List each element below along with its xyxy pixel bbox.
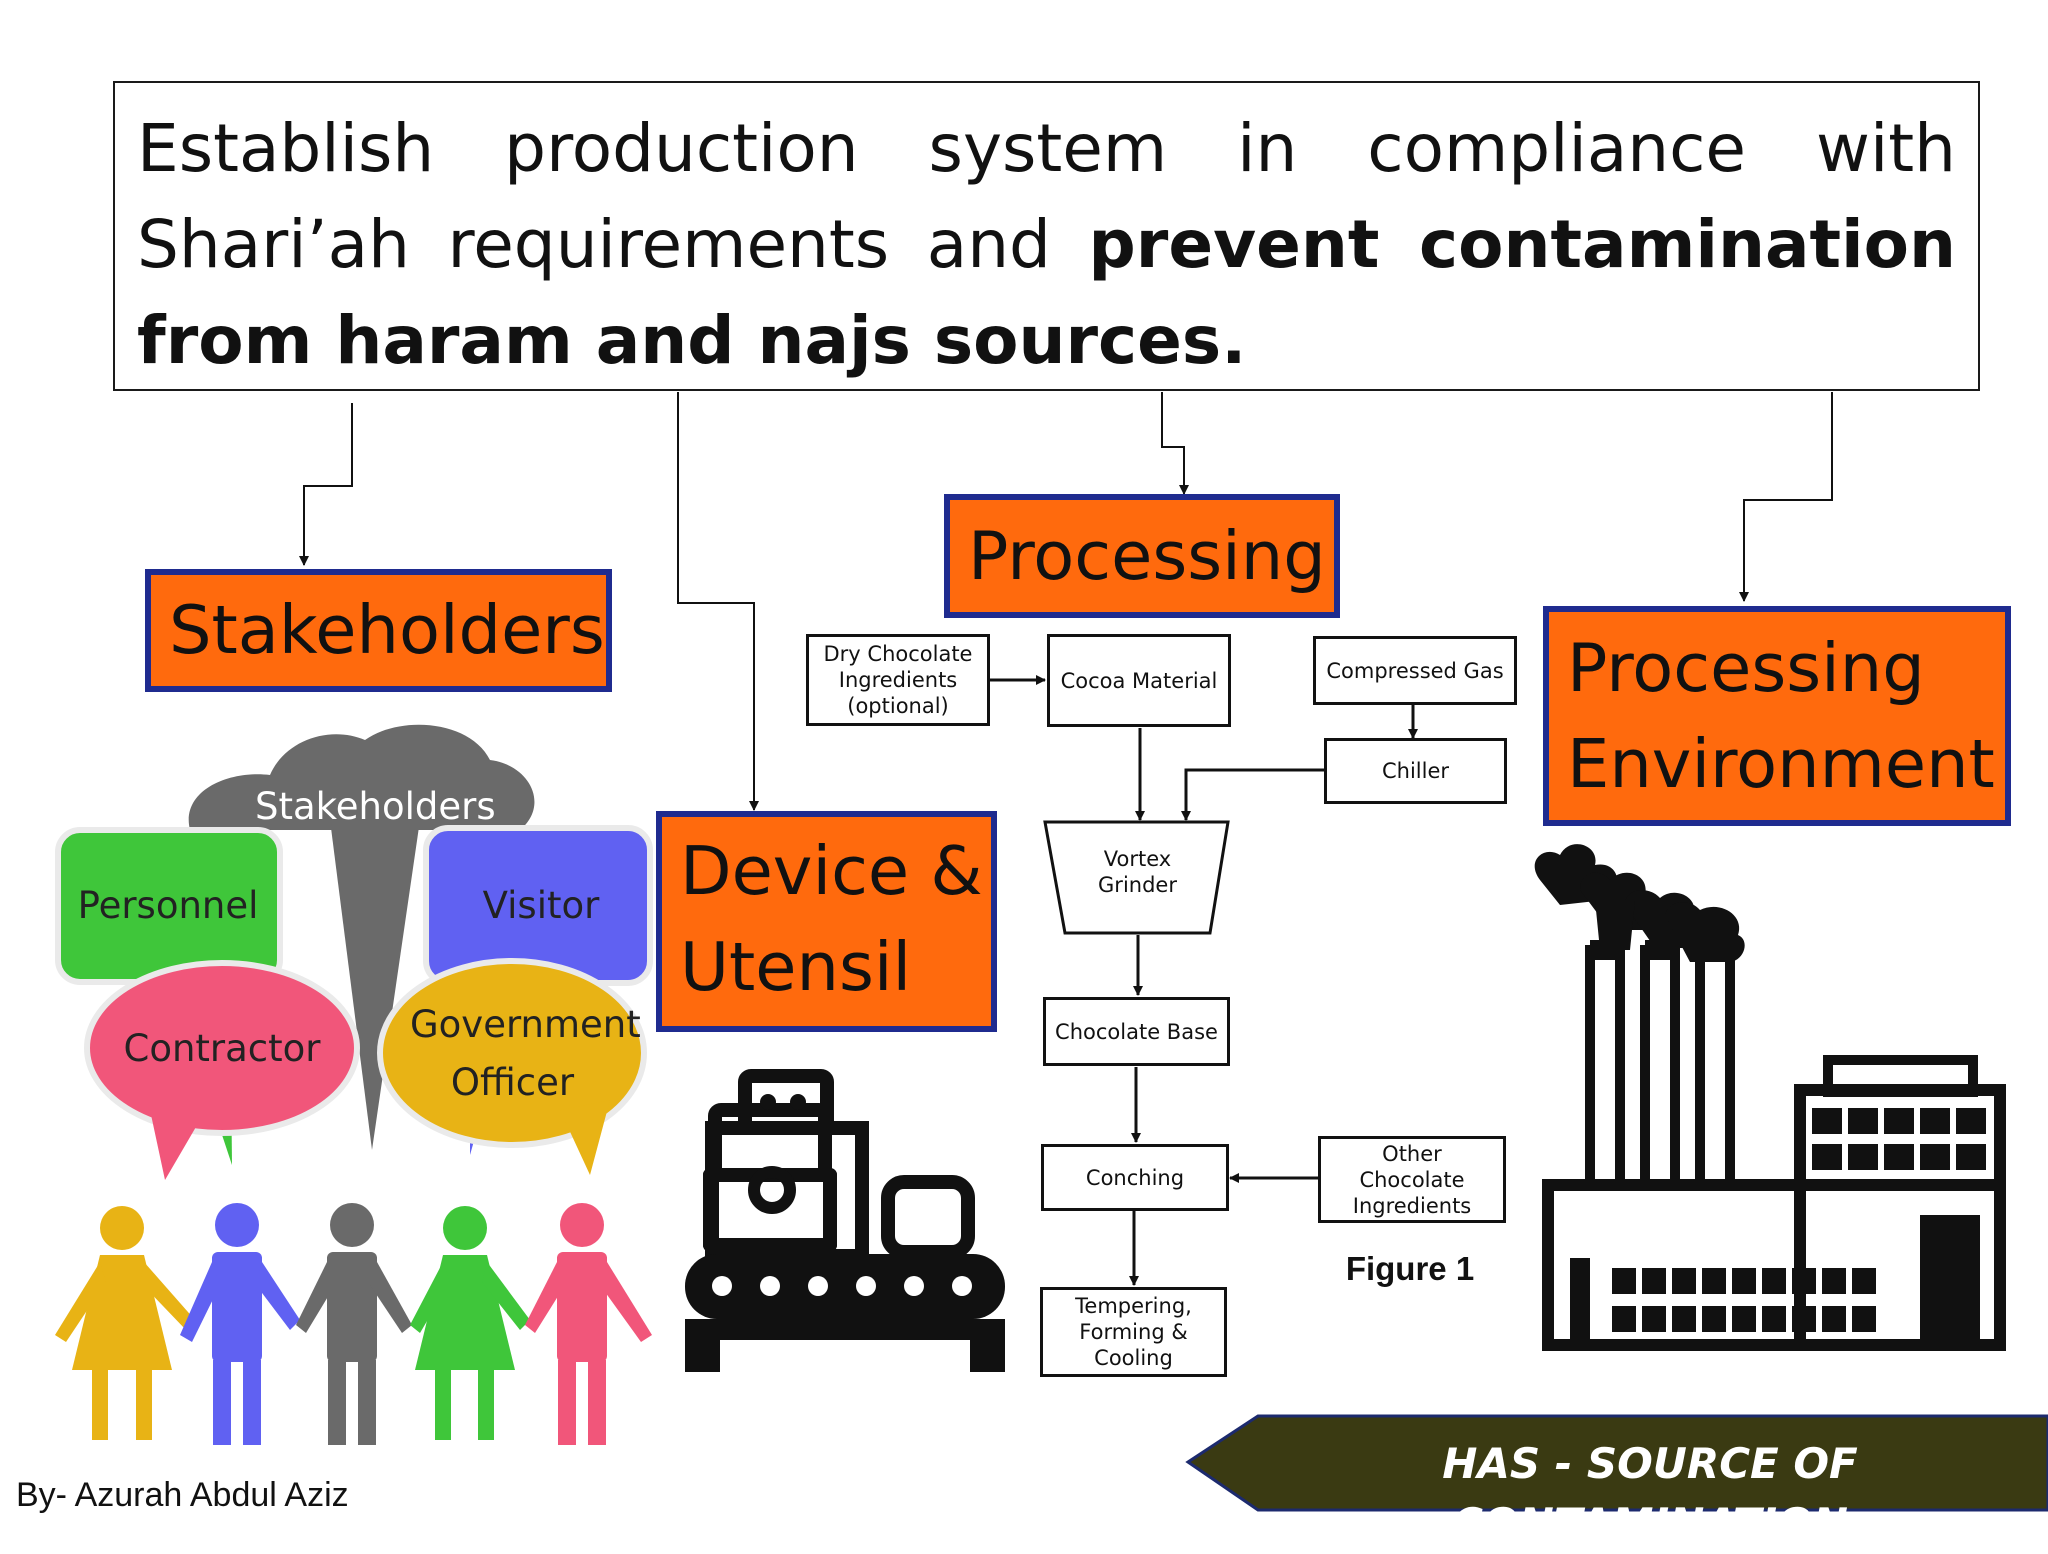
category-processing-environment: Processing Environment xyxy=(1543,606,2011,826)
flow-cocoa-material: Cocoa Material xyxy=(1047,634,1231,727)
bubble-label-stakeholders: Stakeholders xyxy=(255,785,496,828)
headline-connectors xyxy=(299,392,1833,811)
contractor-bubble-tail xyxy=(150,1110,200,1180)
bubble-label-personnel: Personnel xyxy=(77,884,259,927)
headline-text: Establish production system in complianc… xyxy=(137,110,1956,283)
government-bubble-tail xyxy=(560,1100,610,1175)
government-bubble xyxy=(377,958,647,1148)
figure-label: Figure 1 xyxy=(1345,1250,1475,1287)
bubbles-people-illustration xyxy=(55,724,653,1445)
category-stakeholders-label: Stakeholders xyxy=(169,591,605,669)
flow-conching: Conching xyxy=(1041,1144,1229,1211)
factory-icon xyxy=(1534,844,2006,1351)
flow-other-ingredients: Other Chocolate Ingredients xyxy=(1318,1136,1506,1223)
connector-device xyxy=(677,392,759,811)
vortex-grinder-shape xyxy=(1043,820,1230,935)
person-grey xyxy=(296,1203,412,1445)
stakeholders-cloud-bubble xyxy=(188,724,535,830)
connector-processing xyxy=(1161,392,1189,495)
category-environment-label: Processing Environment xyxy=(1567,629,1995,803)
flow-tempering: Tempering, Forming & Cooling xyxy=(1040,1287,1227,1377)
bubble-label-visitor: Visitor xyxy=(482,884,600,927)
bubble-label-contractor: Contractor xyxy=(123,1027,321,1070)
conveyor-machine-icon-body xyxy=(685,1069,1005,1372)
person-yellow xyxy=(55,1206,195,1440)
person-green xyxy=(410,1206,530,1440)
person-blue xyxy=(180,1203,300,1445)
category-device-utensil: Device & Utensil xyxy=(656,811,997,1032)
connector-environment xyxy=(1739,392,1833,602)
people-row xyxy=(55,1203,652,1445)
headline-bold-text: prevent contamination from haram and naj… xyxy=(137,206,1956,379)
footer-banner-title: HAS - SOURCE OF CONTAMINATION xyxy=(1442,1439,1858,1548)
bubble-label-government: Government Officer xyxy=(410,1003,641,1104)
author-credit: By- Azurah Abdul Aziz xyxy=(16,1476,349,1514)
category-processing-label: Processing xyxy=(968,517,1326,595)
person-pink xyxy=(525,1203,652,1445)
headline-box: Establish production system in complianc… xyxy=(113,81,1980,391)
connector-stakeholders xyxy=(299,403,353,566)
flow-compressed-gas: Compressed Gas xyxy=(1313,636,1517,705)
category-processing: Processing xyxy=(944,494,1340,618)
flow-chiller: Chiller xyxy=(1324,738,1507,804)
contractor-bubble xyxy=(84,960,360,1136)
flow-dry-ingredients: Dry Chocolate Ingredients (optional) xyxy=(806,634,990,726)
flow-chocolate-base: Chocolate Base xyxy=(1043,997,1230,1066)
flow-vortex-grinder: Vortex Grinder xyxy=(1098,847,1177,897)
flowchart-arrows xyxy=(990,675,1418,1286)
footer-banner-shape xyxy=(1185,1414,2048,1512)
stakeholders-cloud-tail xyxy=(330,820,420,1150)
category-device-label: Device & Utensil xyxy=(680,832,983,1006)
category-stakeholders: Stakeholders xyxy=(145,569,612,692)
